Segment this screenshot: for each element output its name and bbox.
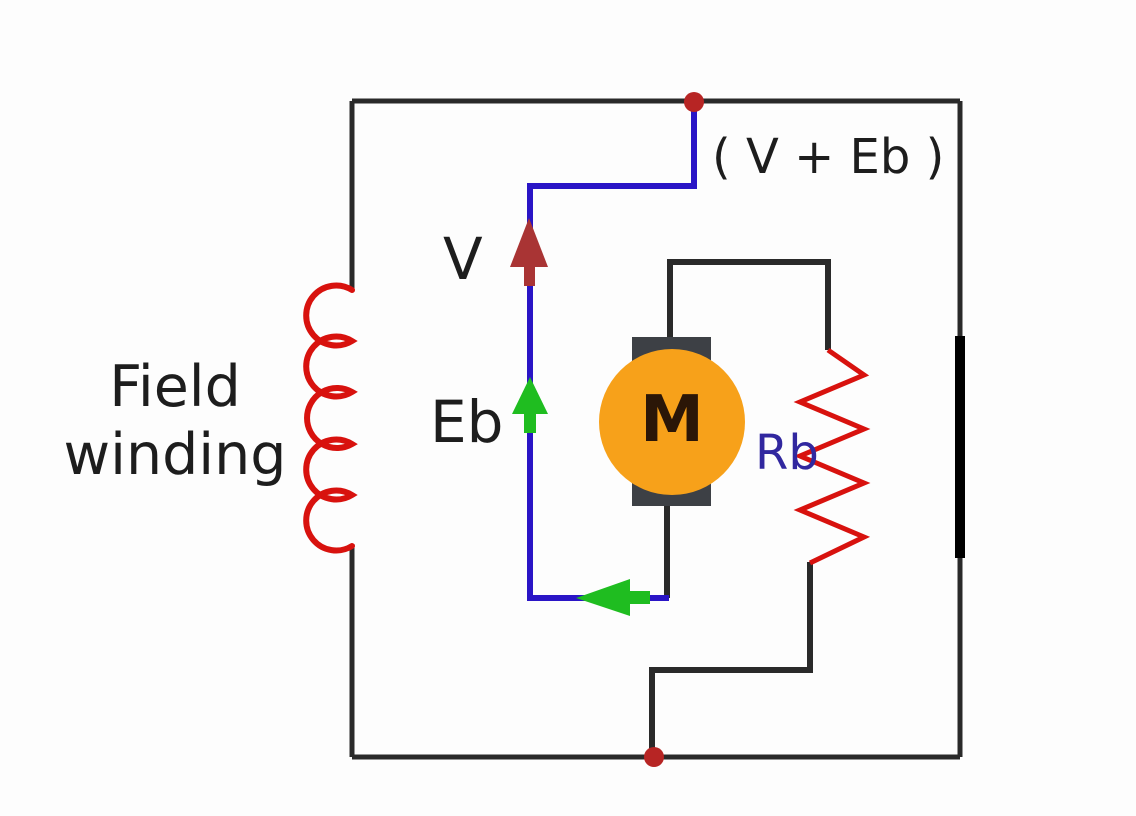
motor-letter-label: M	[640, 383, 704, 457]
supply-voltage-label: V	[443, 225, 483, 293]
resistor-bottom-wire	[649, 562, 813, 757]
current-arrow-head	[576, 579, 630, 616]
top-junction-dot	[684, 92, 704, 112]
motor-top-wire	[667, 259, 831, 350]
back-emf-label: Eb	[430, 388, 504, 456]
braking-resistor-label: Rb	[755, 425, 819, 481]
total-voltage-label: ( V + Eb )	[712, 129, 945, 185]
v-arrow-shaft	[524, 260, 535, 286]
field-winding-label: Field winding	[63, 354, 287, 488]
eb-arrow-shaft	[524, 410, 536, 433]
field-winding-coil	[303, 282, 358, 554]
bottom-junction-dot	[644, 747, 664, 767]
current-arrow-shaft	[628, 591, 650, 604]
motor-body	[599, 349, 745, 495]
braking-resistor-zigzag	[793, 347, 871, 566]
eb-arrow-head	[512, 377, 548, 414]
v-arrow-head	[510, 218, 548, 267]
